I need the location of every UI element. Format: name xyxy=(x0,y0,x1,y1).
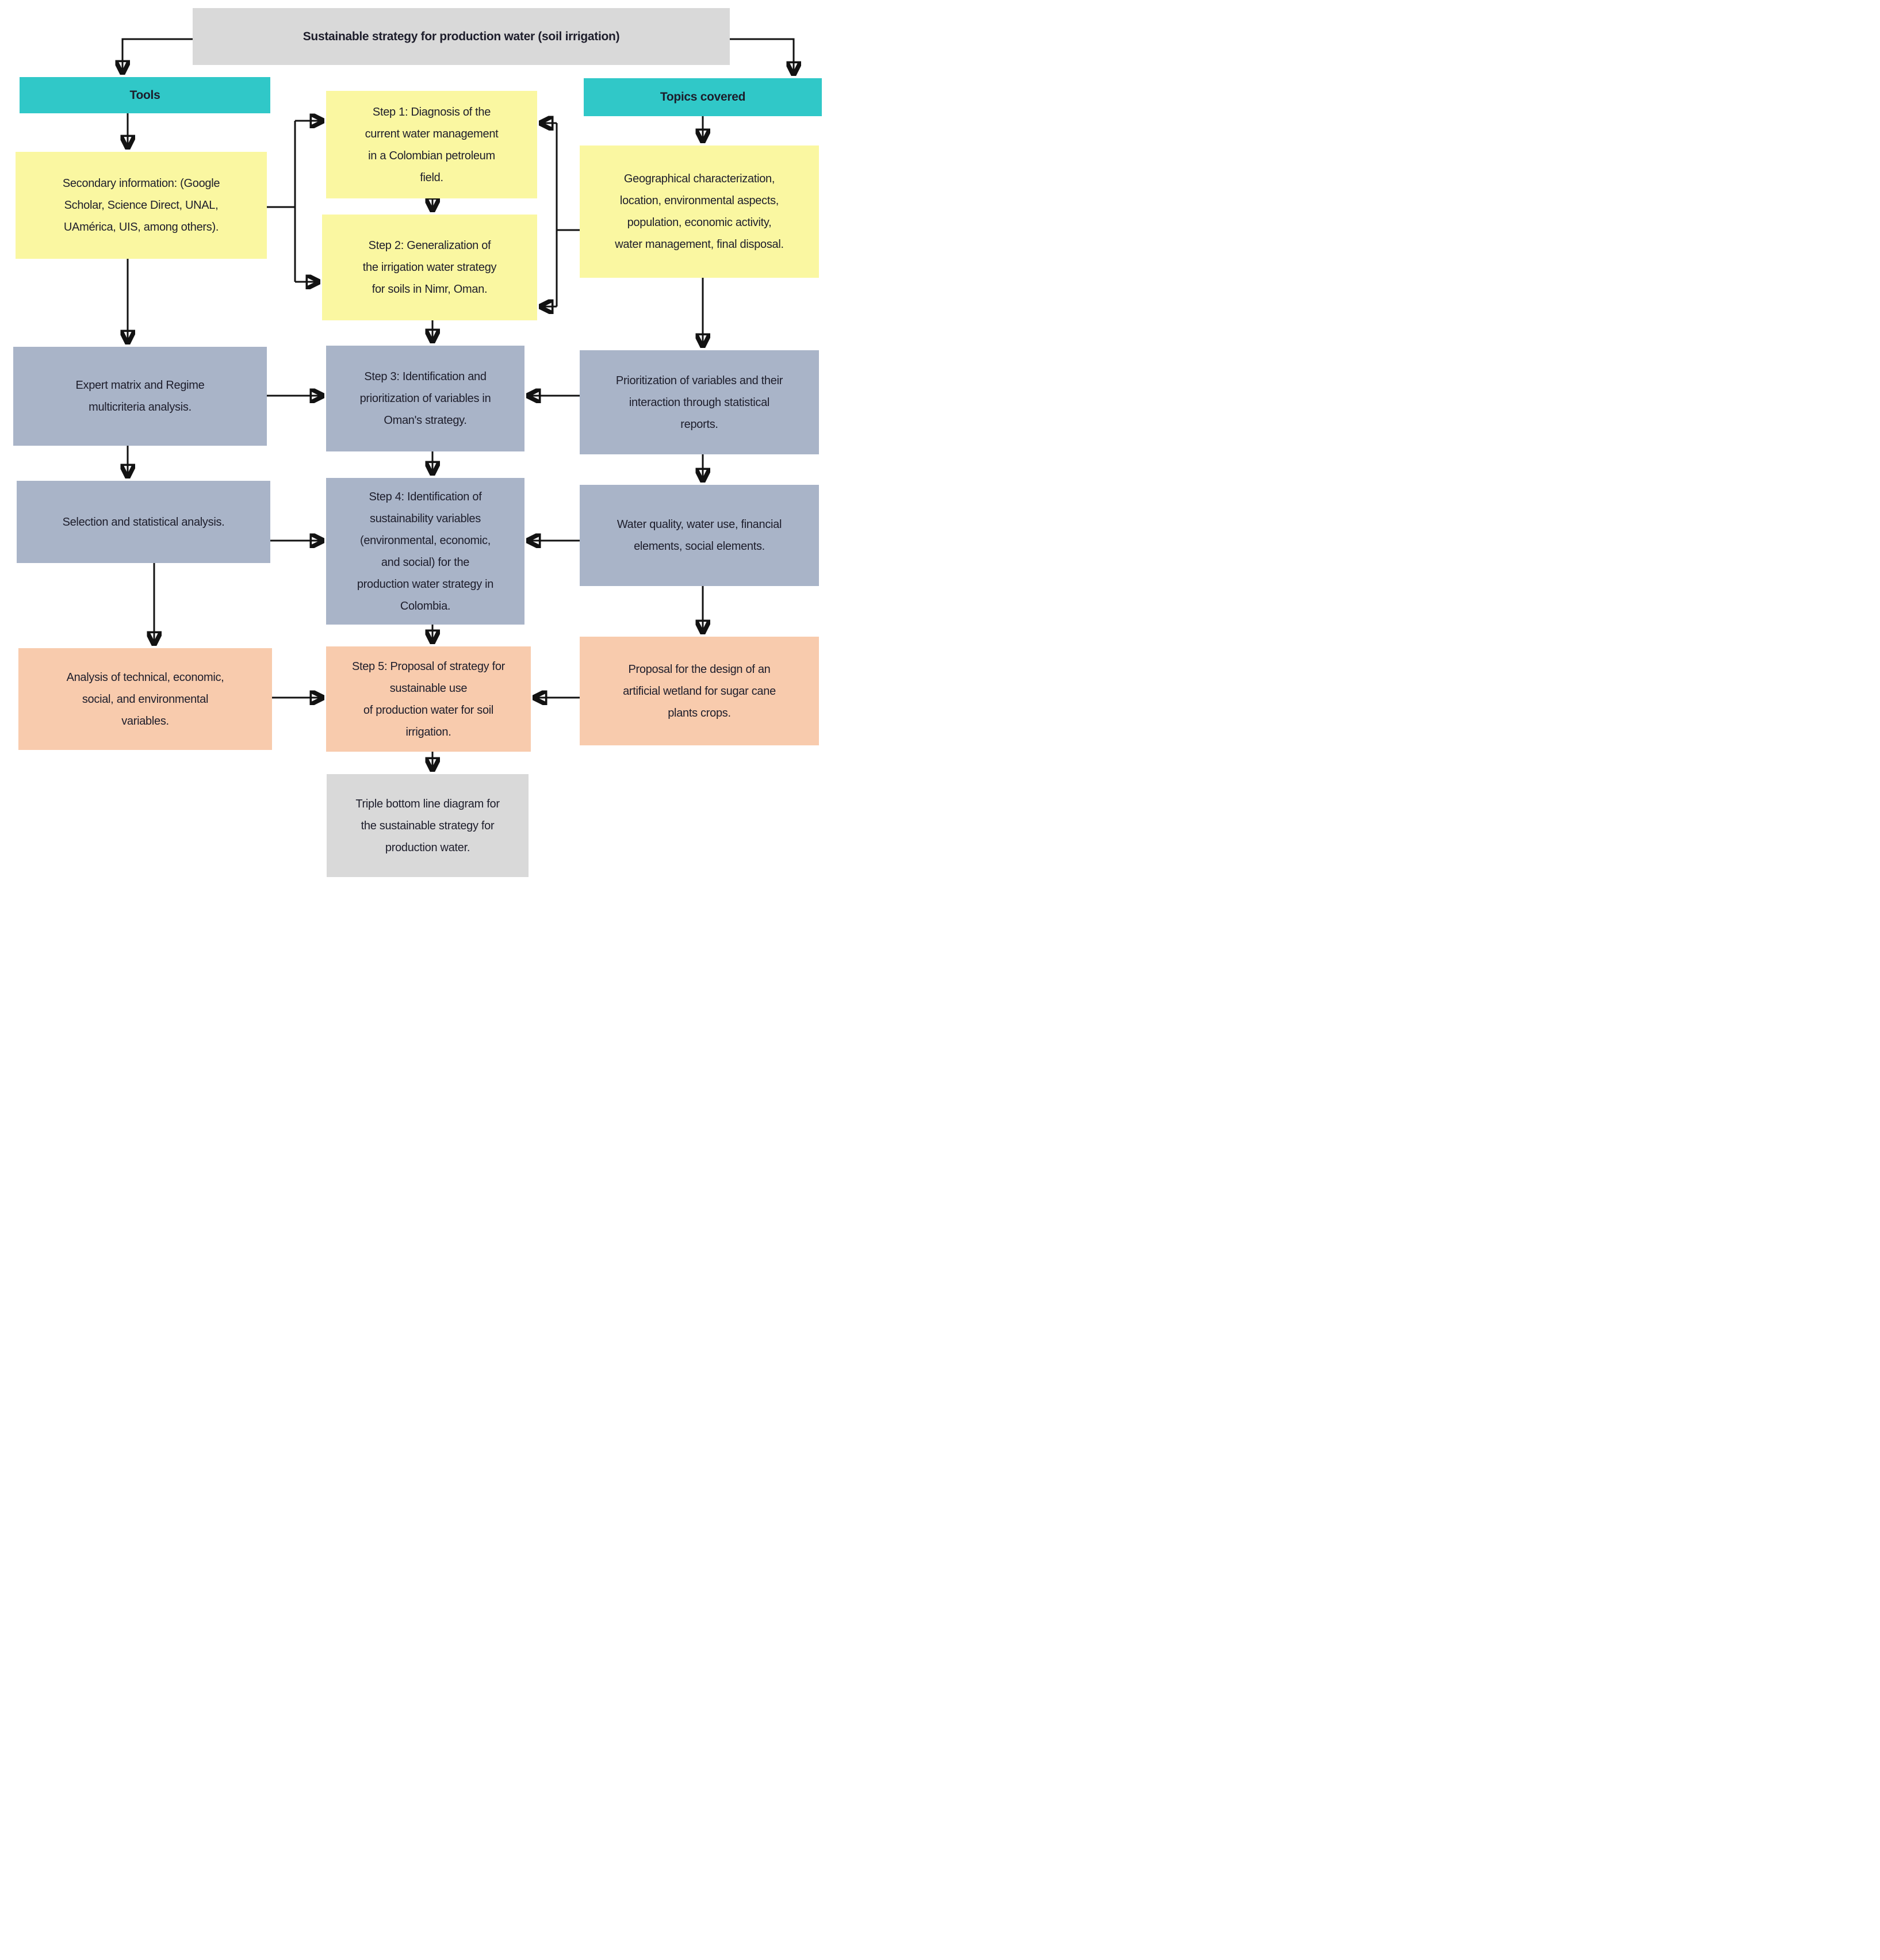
flowchart-canvas: Sustainable strategy for production wate… xyxy=(0,0,846,882)
arrow-title-to-topics xyxy=(730,38,794,74)
node-prioritization-of-variables: Prioritization of variables and their in… xyxy=(580,350,819,454)
node-expert-matrix: Expert matrix and Regime multicriteria a… xyxy=(13,347,267,446)
tools-column-header: Tools xyxy=(20,77,270,113)
node-step-2: Step 2: Generalization of the irrigation… xyxy=(322,215,537,320)
node-step-5: Step 5: Proposal of strategy for sustain… xyxy=(326,646,531,752)
topics-covered-column-header: Topics covered xyxy=(584,78,822,116)
node-step-4: Step 4: Identification of sustainability… xyxy=(326,478,524,625)
node-step-1: Step 1: Diagnosis of the current water m… xyxy=(326,91,537,198)
node-artificial-wetland-proposal: Proposal for the design of an artificial… xyxy=(580,637,819,745)
bracket-geographical-to-steps-1-2 xyxy=(541,123,580,307)
diagram-title: Sustainable strategy for production wate… xyxy=(193,8,730,65)
node-step-3: Step 3: Identification and prioritizatio… xyxy=(326,346,524,451)
node-water-quality-elements: Water quality, water use, financial elem… xyxy=(580,485,819,586)
arrow-title-to-tools xyxy=(122,38,193,72)
node-triple-bottom-line: Triple bottom line diagram for the susta… xyxy=(327,774,529,877)
node-selection-statistical-analysis: Selection and statistical analysis. xyxy=(17,481,270,563)
node-geographical-characterization: Geographical characterization, location,… xyxy=(580,146,819,278)
node-secondary-information: Secondary information: (Google Scholar, … xyxy=(16,152,267,259)
node-variables-analysis: Analysis of technical, economic, social,… xyxy=(18,648,272,750)
bracket-secondary-to-steps-1-2 xyxy=(267,121,322,282)
